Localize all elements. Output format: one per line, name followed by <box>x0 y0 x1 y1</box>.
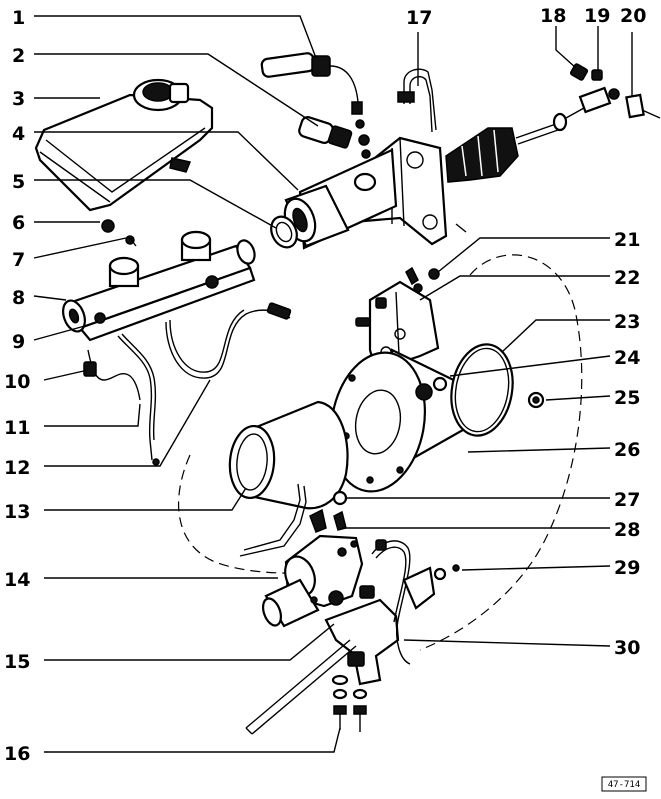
stop-light-switch <box>298 116 371 159</box>
mounting-bolts <box>331 674 368 732</box>
callout-15: 15 <box>4 651 30 673</box>
master-cylinder <box>62 219 256 342</box>
valve-bracket-and-pipe <box>245 539 460 735</box>
callout-5: 5 <box>12 171 25 193</box>
callout-25: 25 <box>614 387 640 409</box>
callout-11: 11 <box>4 417 30 439</box>
callout-28: 28 <box>614 519 640 541</box>
switch-with-wire <box>260 52 365 129</box>
callout-29: 29 <box>614 557 640 579</box>
callout-19: 19 <box>584 5 610 27</box>
callout-12: 12 <box>4 457 30 479</box>
callout-14: 14 <box>4 569 30 591</box>
callout-17: 17 <box>406 7 432 29</box>
callout-6: 6 <box>12 212 25 234</box>
callout-4: 4 <box>12 123 25 145</box>
flange-plate <box>329 348 545 493</box>
o-ring <box>270 215 298 249</box>
callout-7: 7 <box>12 249 25 271</box>
callout-27: 27 <box>614 489 640 511</box>
callout-3: 3 <box>12 88 25 110</box>
callout-20: 20 <box>620 5 646 27</box>
callout-2: 2 <box>12 45 25 67</box>
callout-labels: 1 2 3 4 5 6 7 8 9 10 11 12 13 14 15 16 1… <box>4 5 646 765</box>
callout-18: 18 <box>540 5 566 27</box>
reference-code-box: 47-714 <box>601 776 647 792</box>
regulator-valve <box>261 534 364 628</box>
bellows-and-pushrod <box>445 63 661 183</box>
phantom-outlines <box>178 254 583 651</box>
callout-10: 10 <box>4 371 30 393</box>
vacuum-pipe <box>397 68 437 133</box>
callout-22: 22 <box>614 267 640 289</box>
callout-1: 1 <box>12 7 25 29</box>
callout-23: 23 <box>614 311 640 333</box>
seal-ring <box>450 343 514 437</box>
callout-9: 9 <box>12 331 25 353</box>
callout-30: 30 <box>614 637 640 659</box>
callout-13: 13 <box>4 501 30 523</box>
cylinder-sleeve <box>228 400 349 557</box>
fluid-reservoir <box>34 78 214 212</box>
leader-lines <box>33 15 633 753</box>
reference-code: 47-714 <box>608 780 641 790</box>
callout-8: 8 <box>12 287 25 309</box>
callout-16: 16 <box>4 743 30 765</box>
callout-26: 26 <box>614 439 640 461</box>
callout-21: 21 <box>614 229 640 251</box>
callout-24: 24 <box>614 347 640 369</box>
brake-lines <box>83 302 292 466</box>
